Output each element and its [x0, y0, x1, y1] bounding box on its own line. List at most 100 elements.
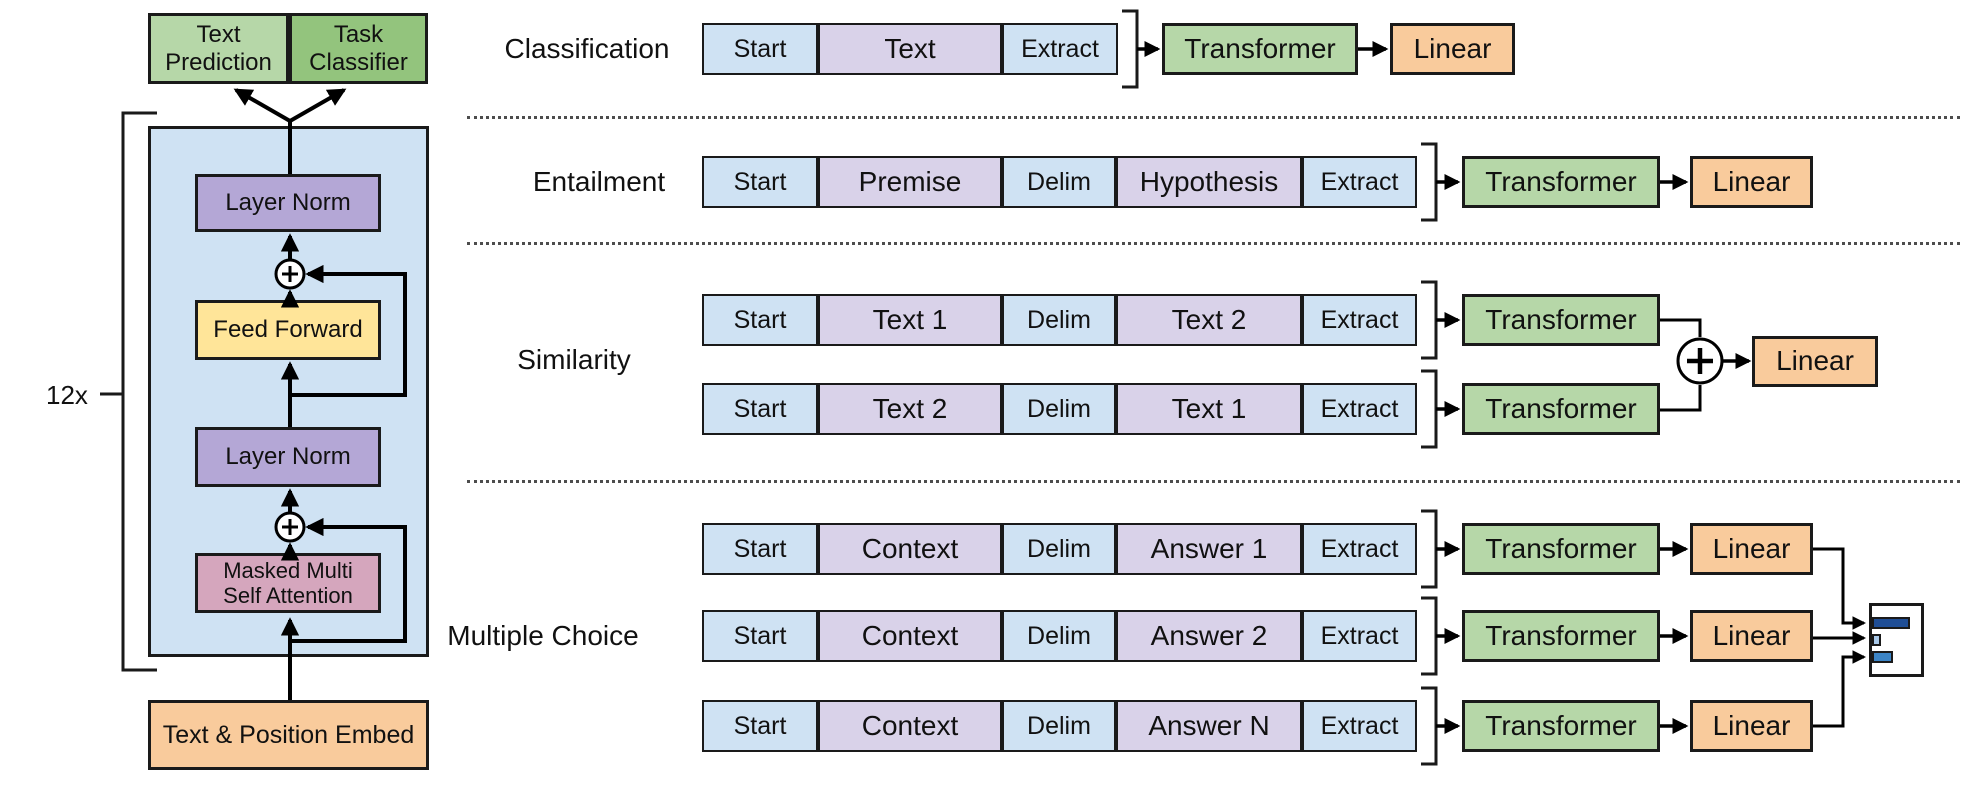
linear-label: Linear	[1712, 619, 1791, 651]
token-label: Start	[733, 167, 787, 196]
sum-plus-icon	[1676, 337, 1724, 385]
token-text: Text	[818, 23, 1002, 75]
linear-box: Linear	[1390, 23, 1515, 75]
transformer-box: Transformer	[1462, 156, 1660, 208]
token-label: Start	[733, 621, 787, 650]
token-start: Start	[702, 294, 818, 346]
mc-output-lines	[1813, 547, 1867, 728]
token-text2: Text 2	[818, 383, 1002, 435]
similarity-merge-lines	[1660, 318, 1752, 412]
token-label: Text 2	[1171, 303, 1247, 335]
dotted-separator	[467, 242, 1960, 245]
token-answer2: Answer 2	[1116, 610, 1302, 662]
transformer-box: Transformer	[1462, 294, 1660, 346]
token-label: Extract	[1021, 34, 1099, 63]
feed-forward-label: Feed Forward	[213, 316, 363, 344]
token-hypothesis: Hypothesis	[1116, 156, 1302, 208]
token-label: Text	[884, 32, 936, 64]
transformer-box: Transformer	[1462, 383, 1660, 435]
token-delim: Delim	[1002, 523, 1116, 575]
token-extract: Extract	[1302, 156, 1417, 208]
token-start: Start	[702, 610, 818, 662]
token-context: Context	[818, 700, 1002, 752]
token-label: Text 2	[872, 392, 948, 424]
dotted-separator	[467, 116, 1960, 119]
token-label: Start	[733, 305, 787, 334]
token-delim: Delim	[1002, 700, 1116, 752]
linear-label: Linear	[1712, 532, 1791, 564]
linear-box: Linear	[1752, 336, 1878, 387]
transformer-box: Transformer	[1462, 700, 1660, 752]
linear-label: Linear	[1712, 709, 1791, 741]
embed-box: Text & Position Embed	[148, 700, 429, 770]
token-extract: Extract	[1302, 523, 1417, 575]
transformer-label: Transformer	[1485, 303, 1637, 335]
token-extract: Extract	[1302, 383, 1417, 435]
layer-norm-top-box: Layer Norm	[195, 174, 381, 232]
task-label-similarity: Similarity	[517, 344, 631, 375]
token-start: Start	[702, 23, 818, 75]
layer-norm-bottom-box: Layer Norm	[195, 427, 381, 487]
token-label: Text 1	[1171, 392, 1247, 424]
linear-box: Linear	[1690, 700, 1813, 752]
token-start: Start	[702, 700, 818, 752]
token-label: Extract	[1320, 621, 1399, 650]
linear-label: Linear	[1413, 32, 1492, 64]
layer-norm-top-label: Layer Norm	[225, 189, 351, 217]
token-label: Text 1	[872, 303, 948, 335]
token-label: Answer N	[1148, 709, 1270, 741]
linear-box: Linear	[1690, 156, 1813, 208]
token-label: Start	[733, 394, 787, 423]
embed-label: Text & Position Embed	[162, 720, 415, 749]
task-classifier-label: Task Classifier	[309, 20, 408, 76]
score-bar-2	[1872, 634, 1881, 646]
token-label: Context	[861, 532, 959, 564]
left-diagram-arrows	[233, 88, 407, 700]
linear-label: Linear	[1712, 165, 1791, 197]
score-bar-3	[1872, 651, 1893, 663]
text-prediction-label: Text Prediction	[165, 20, 272, 76]
transformer-box: Transformer	[1162, 23, 1358, 75]
transformer-label: Transformer	[1485, 619, 1637, 651]
token-label: Extract	[1320, 534, 1399, 563]
token-answerN: Answer N	[1116, 700, 1302, 752]
token-label: Delim	[1027, 167, 1091, 196]
masked-attention-box: Masked Multi Self Attention	[195, 553, 381, 613]
token-label: Hypothesis	[1139, 165, 1279, 197]
transformer-box: Transformer	[1462, 610, 1660, 662]
transformer-label: Transformer	[1485, 392, 1637, 424]
transformer-label: Transformer	[1485, 532, 1637, 564]
token-delim: Delim	[1002, 294, 1116, 346]
token-label: Extract	[1320, 394, 1399, 423]
linear-box: Linear	[1690, 523, 1813, 575]
token-label: Delim	[1027, 621, 1091, 650]
task-label-multiple-choice: Multiple Choice	[447, 620, 639, 651]
row-end-bracket	[1122, 9, 1438, 766]
token-label: Answer 2	[1150, 619, 1268, 651]
token-start: Start	[702, 383, 818, 435]
token-label: Extract	[1320, 305, 1399, 334]
token-label: Extract	[1320, 167, 1399, 196]
token-extract: Extract	[1002, 23, 1118, 75]
token-label: Extract	[1320, 711, 1399, 740]
token-label: Premise	[858, 165, 962, 197]
token-label: Answer 1	[1150, 532, 1268, 564]
token-label: Delim	[1027, 394, 1091, 423]
token-start: Start	[702, 523, 818, 575]
plus-icon	[274, 511, 306, 543]
token-label: Start	[733, 711, 787, 740]
token-extract: Extract	[1302, 294, 1417, 346]
task-label-entailment: Entailment	[532, 166, 666, 197]
token-delim: Delim	[1002, 156, 1116, 208]
token-label: Delim	[1027, 711, 1091, 740]
transformer-label: Transformer	[1485, 165, 1637, 197]
feed-forward-box: Feed Forward	[195, 300, 381, 360]
token-answer1: Answer 1	[1116, 523, 1302, 575]
token-start: Start	[702, 156, 818, 208]
token-label: Start	[733, 534, 787, 563]
token-label: Context	[861, 619, 959, 651]
token-label: Start	[733, 34, 787, 63]
repeat-count-label: 12x	[46, 380, 88, 410]
token-text1: Text 1	[818, 294, 1002, 346]
